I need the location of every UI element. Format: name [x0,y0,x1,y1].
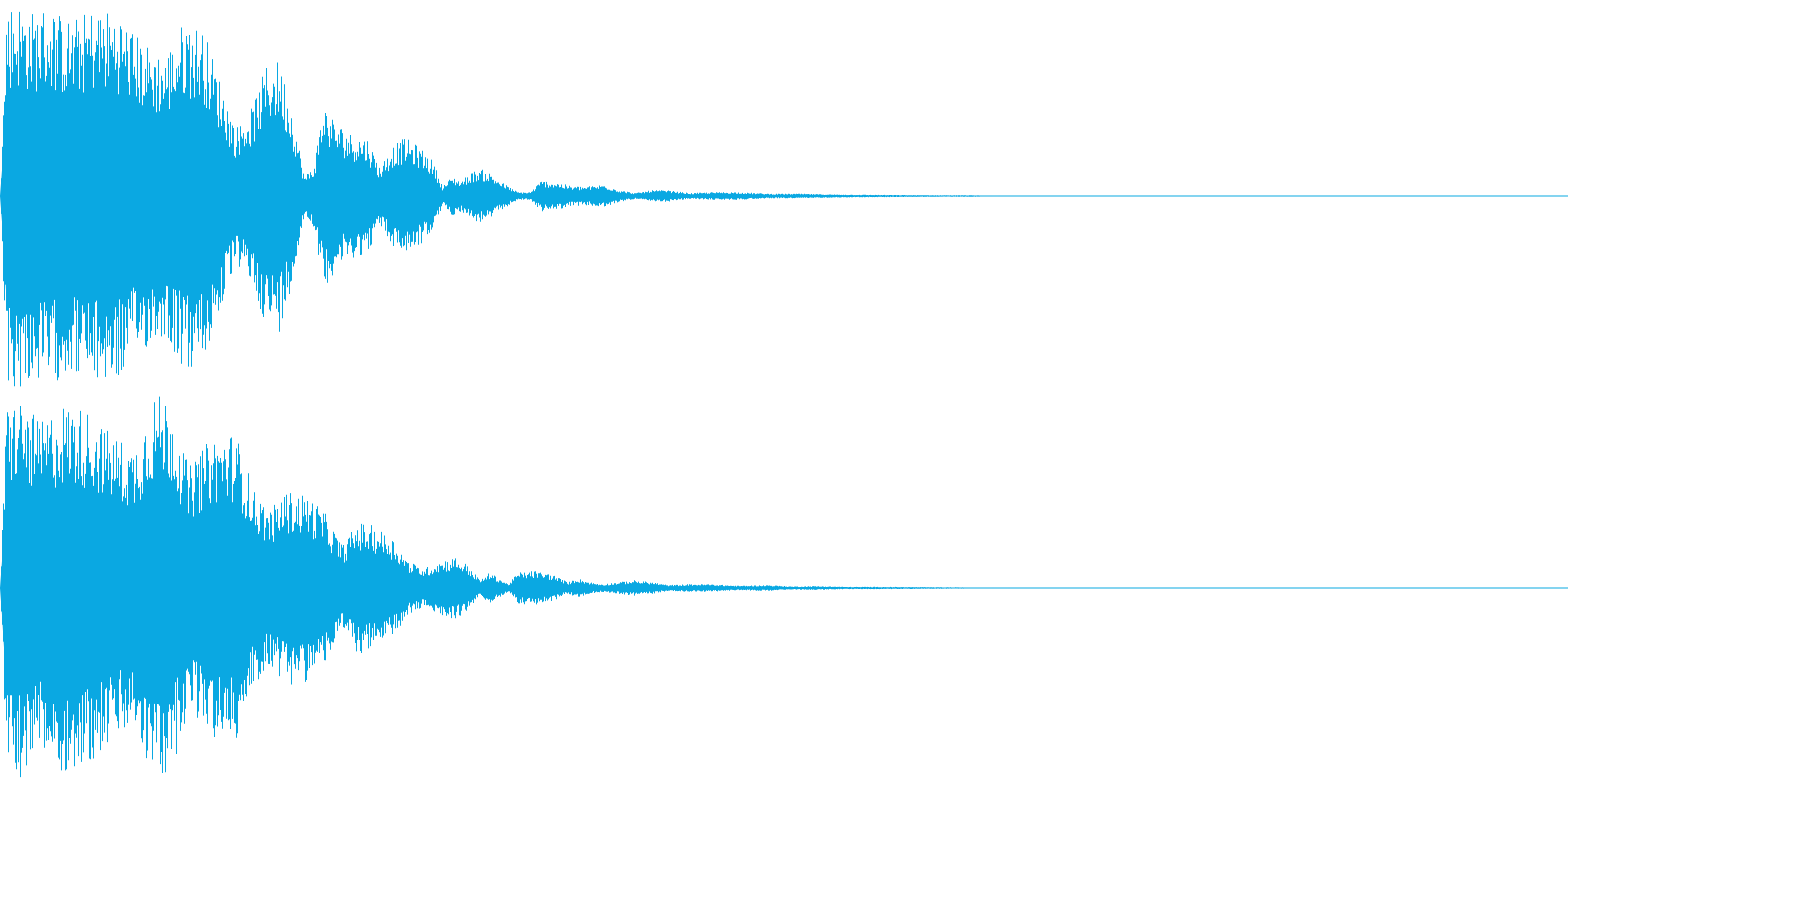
waveform-channel-1 [0,11,1568,387]
waveform-canvas [0,11,1568,778]
waveform-peaks [1,11,980,387]
waveform-peaks [1,396,965,778]
waveform-channel-2 [0,396,1568,778]
